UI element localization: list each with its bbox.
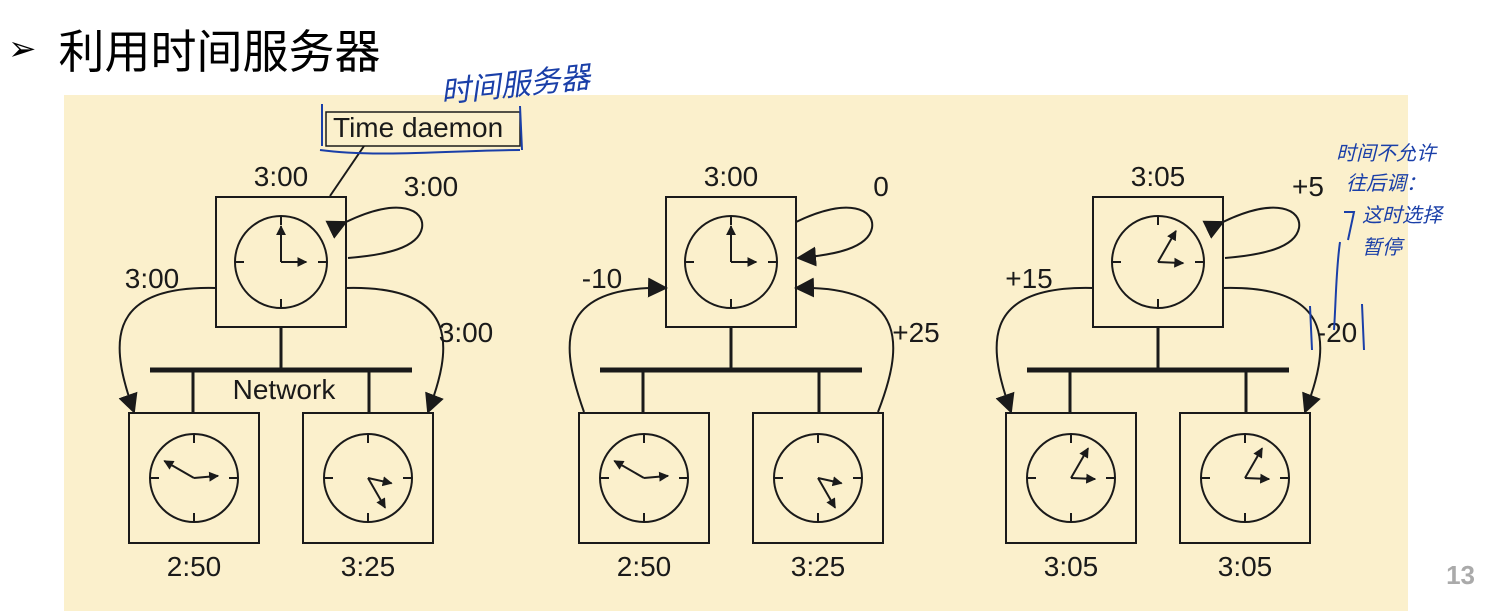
clock-hour-hand: [193, 471, 220, 482]
client-right-box: [752, 412, 884, 544]
clock-hour-hand: [1070, 473, 1097, 484]
client-right-clock: [773, 433, 863, 523]
client-left-box: [128, 412, 260, 544]
clock-minute-hand: [613, 459, 645, 479]
server-clock: [684, 215, 778, 309]
left-arrow: [995, 286, 1094, 414]
client-right-box: [302, 412, 434, 544]
self-loop-arrow: [795, 206, 874, 267]
clock-hour-hand: [1244, 473, 1271, 484]
clock-minute-hand: [163, 459, 195, 479]
client-right-time-label: 3:25: [341, 551, 396, 582]
left-arrow-label: +15: [1005, 263, 1053, 294]
clock-minute-hand: [367, 477, 387, 509]
network-label: Network: [233, 374, 337, 405]
server-time-label: 3:00: [704, 161, 759, 192]
side-note-line-4: 暂停: [1362, 235, 1405, 259]
client-left-clock: [599, 433, 689, 523]
left-arrow: [118, 286, 217, 414]
server-time-label: 3:05: [1131, 161, 1186, 192]
right-arrow-label: -20: [1317, 317, 1357, 348]
client-right-box: [1179, 412, 1311, 544]
arrow-bullet-icon: ➢: [8, 29, 37, 69]
right-arrow: [345, 286, 445, 414]
clock-minute-hand: [1157, 230, 1177, 263]
client-left-time-label: 3:05: [1044, 551, 1099, 582]
client-right-time-label: 3:25: [791, 551, 846, 582]
panel-2: 3:00 2:50 3:25 0 -10 +25: [568, 161, 940, 582]
right-arrow-label: 3:00: [439, 317, 494, 348]
clock-hour-hand: [1157, 257, 1185, 268]
slide-title: ➢ 利用时间服务器: [8, 14, 381, 84]
self-loop-label: 0: [873, 171, 889, 202]
client-right-clock: [323, 433, 413, 523]
server-clock: [234, 215, 328, 309]
daemon-pointer-line: [329, 145, 365, 197]
client-right-clock: [1200, 433, 1290, 523]
clock-minute-hand: [817, 477, 837, 509]
clock-hour-hand: [367, 476, 393, 487]
client-right-time-label: 3:05: [1218, 551, 1273, 582]
server-time-label: 3:00: [254, 161, 309, 192]
client-left-clock: [1026, 433, 1116, 523]
client-left-box: [1005, 412, 1137, 544]
handwritten-side-note: 时间不允许 往后调： 这时选择 暂停: [1309, 141, 1445, 351]
right-arrow-label: +25: [892, 317, 940, 348]
client-left-time-label: 2:50: [167, 551, 222, 582]
daemon-label: Time daemon: [333, 112, 503, 143]
side-note-line-2: 往后调：: [1346, 171, 1426, 195]
right-arrow: [794, 277, 895, 413]
client-left-box: [578, 412, 710, 544]
panel-3: 3:05 3:05 3:05 +5 +15 -20: [995, 161, 1357, 582]
client-left-clock: [149, 433, 239, 523]
left-arrow-label: -10: [582, 263, 622, 294]
daemon-label-box: [325, 111, 521, 147]
clock-hour-hand: [817, 476, 843, 487]
server-clock: [1111, 215, 1205, 309]
self-loop-arrow: [325, 206, 424, 259]
clock-hour-hand: [643, 471, 670, 482]
diagram-background: [64, 95, 1408, 611]
right-arrow: [1222, 286, 1322, 414]
clock-minute-hand: [1070, 447, 1090, 479]
left-arrow: [568, 277, 668, 413]
self-loop-label: 3:00: [404, 171, 459, 202]
side-note-line-1: 时间不允许: [1336, 141, 1438, 165]
side-note-line-3: 这时选择: [1362, 203, 1445, 227]
left-arrow-label: 3:00: [125, 263, 180, 294]
self-loop-arrow: [1202, 206, 1301, 259]
slide-title-text: 利用时间服务器: [58, 25, 381, 79]
clock-minute-hand: [1244, 447, 1264, 479]
page-number: 13: [1446, 560, 1475, 590]
client-left-time-label: 2:50: [617, 551, 672, 582]
self-loop-label: +5: [1292, 171, 1324, 202]
